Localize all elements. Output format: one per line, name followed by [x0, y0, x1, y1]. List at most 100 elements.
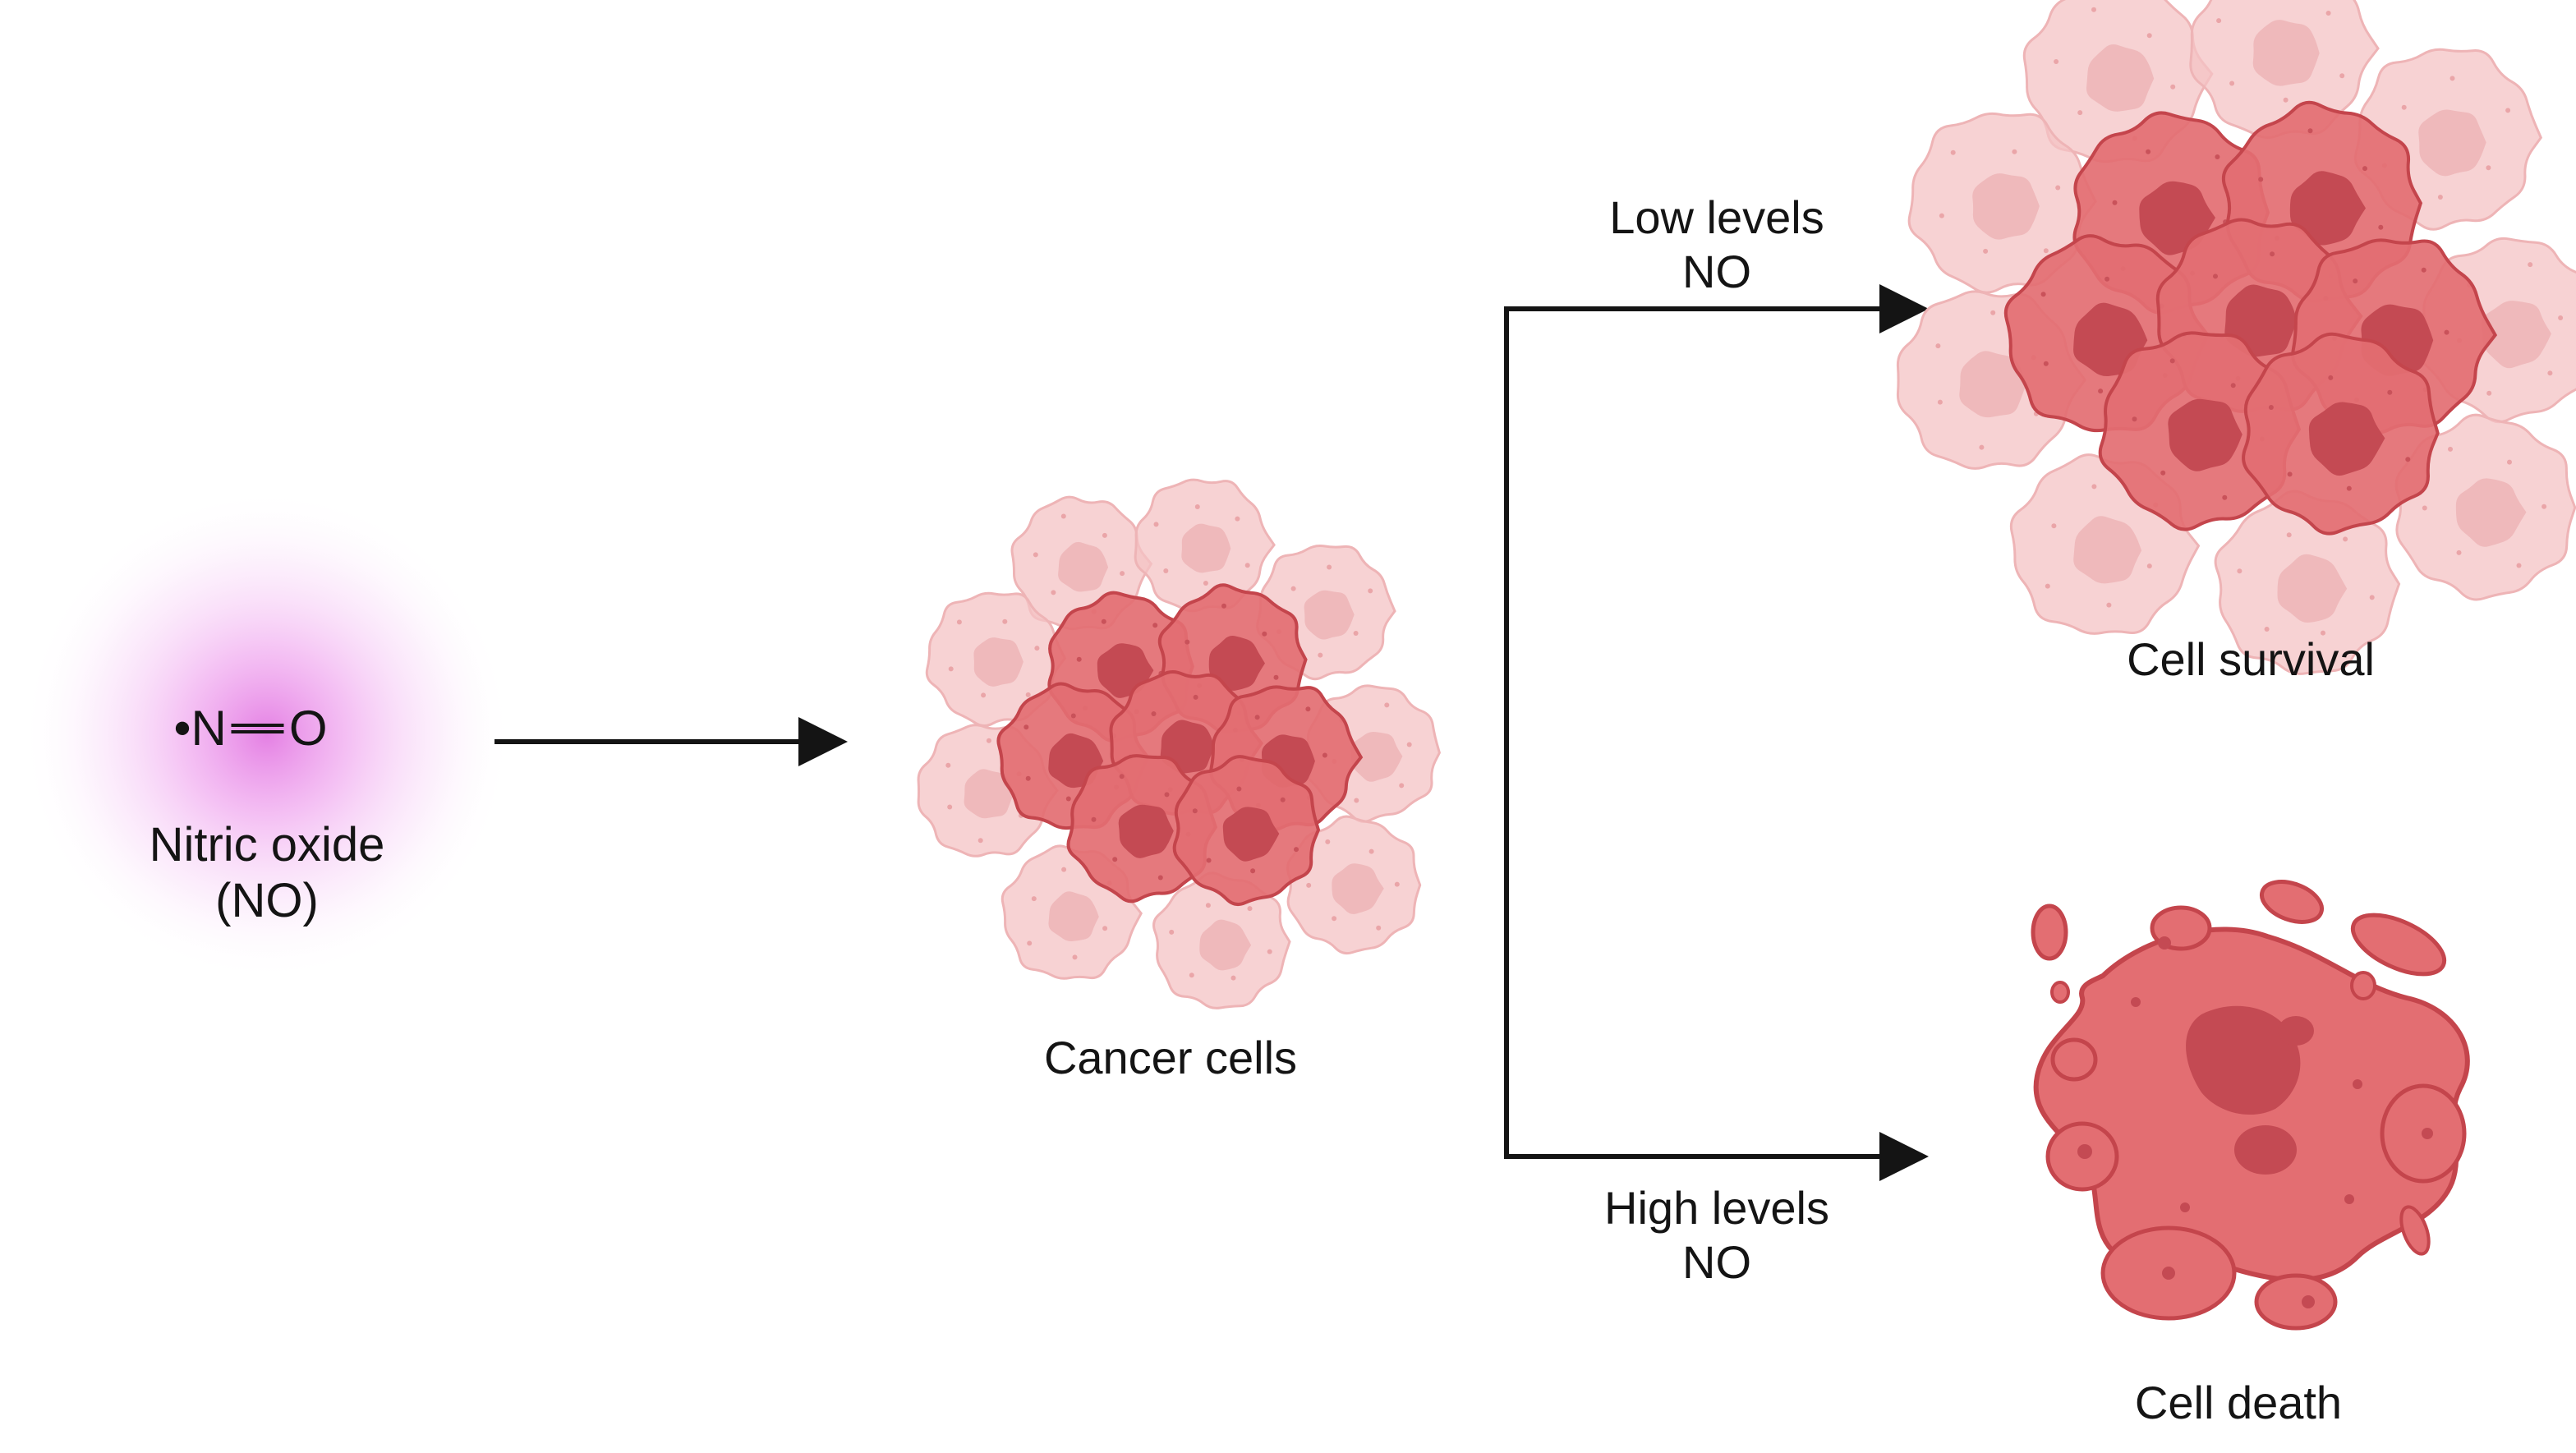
- cell-speckle: [1394, 881, 1400, 887]
- apoptotic-dot: [2344, 1194, 2354, 1204]
- cell-speckle: [1399, 783, 1405, 789]
- cell-nucleus: [2073, 516, 2142, 584]
- cell-survival-cluster-icon: [1896, 0, 2576, 675]
- cell-speckle: [2258, 177, 2264, 182]
- cell-speckle: [2528, 262, 2533, 268]
- cell-speckle: [2353, 278, 2358, 284]
- cell-nucleus: [1181, 523, 1231, 573]
- cell-speckle: [981, 692, 987, 698]
- cell-speckle: [948, 666, 954, 672]
- cell-speckle: [2307, 128, 2313, 134]
- cell-speckle: [2222, 494, 2228, 500]
- cell-speckle: [2054, 59, 2059, 64]
- cell-speckle: [2215, 154, 2220, 159]
- high-levels-label: High levels NO: [1604, 1181, 1829, 1290]
- cell-speckle: [2169, 358, 2175, 364]
- cell-nucleus: [2168, 398, 2242, 471]
- cell-speckle: [2401, 104, 2407, 110]
- cell-speckle: [1273, 674, 1279, 680]
- cell-speckle: [1152, 623, 1158, 628]
- cell-nucleus: [1222, 807, 1280, 862]
- cell-speckle: [2542, 503, 2547, 509]
- cell-speckle: [2077, 110, 2083, 116]
- cell-survival-label: Cell survival: [2127, 633, 2375, 685]
- cell-speckle: [2486, 165, 2491, 171]
- cell-speckle: [2486, 390, 2492, 396]
- cell-speckle: [2325, 11, 2331, 16]
- cell-speckle: [1002, 618, 1008, 624]
- cell-speckle: [1305, 706, 1311, 712]
- radical-dot: •: [173, 701, 191, 756]
- cell-speckle: [1193, 694, 1198, 700]
- cell-speckle: [2507, 459, 2512, 465]
- cell-speckle: [2132, 416, 2137, 422]
- cell-nucleus: [2086, 44, 2155, 112]
- cell-speckle: [1203, 581, 1208, 586]
- cancer-cells-cluster-icon: [917, 478, 1442, 1009]
- cell-nucleus: [2289, 171, 2366, 246]
- high-levels-line1: High levels: [1604, 1182, 1829, 1234]
- nitric-oxide-name: Nitric oxide: [149, 818, 385, 871]
- cell-speckle: [1034, 646, 1040, 651]
- double-bond: [231, 724, 284, 733]
- cell-nucleus: [2482, 301, 2551, 369]
- cell-speckle: [2283, 97, 2288, 103]
- cell-speckle: [2055, 185, 2061, 191]
- cell-speckle: [1163, 568, 1169, 573]
- cell-speckle: [1979, 444, 1985, 450]
- cell-speckle: [1406, 742, 1412, 747]
- cell-speckle: [1184, 639, 1190, 645]
- cell-speckle: [1244, 563, 1250, 568]
- cell-speckle: [1254, 715, 1260, 720]
- cell-speckle: [1384, 702, 1390, 708]
- cell-speckle: [1236, 786, 1242, 792]
- dead-cell-nucleus-fragment: [2234, 1125, 2297, 1175]
- cell-speckle: [986, 738, 991, 743]
- cell-speckle: [1070, 713, 1076, 719]
- cell-speckle: [1065, 796, 1071, 802]
- cell-speckle: [2558, 315, 2564, 320]
- cell-speckle: [1101, 618, 1106, 624]
- cell-speckle: [2012, 149, 2017, 154]
- cell-speckle: [2321, 630, 2325, 636]
- cell-speckle: [2104, 276, 2110, 282]
- cell-speckle: [2213, 274, 2218, 279]
- cell-speckle: [2287, 471, 2293, 477]
- cell-speckle: [1318, 652, 1323, 658]
- cell-speckle: [2091, 7, 2096, 12]
- cell-speckle: [2268, 405, 2274, 410]
- cell-speckle: [1072, 954, 1078, 960]
- cell-speckle: [2045, 583, 2050, 589]
- cell-nucleus: [1208, 636, 1265, 691]
- cell-speckle: [1990, 310, 1996, 315]
- cell-speckle: [1119, 774, 1125, 779]
- apoptotic-dot: [2077, 1144, 2092, 1159]
- cell-speckle: [1267, 949, 1272, 954]
- apoptotic-dot: [2302, 1295, 2315, 1308]
- cell-speckle: [2146, 149, 2151, 154]
- cell-speckle: [2343, 536, 2348, 542]
- cell-speckle: [2043, 248, 2049, 254]
- cell-speckle: [1157, 875, 1163, 881]
- apoptotic-body: [2350, 913, 2447, 977]
- cell-speckle: [2328, 375, 2334, 380]
- cell-speckle: [1262, 631, 1267, 637]
- cell-speckle: [1322, 752, 1327, 758]
- apoptotic-body: [2260, 880, 2324, 924]
- nitric-oxide-abbrev: (NO): [215, 874, 319, 928]
- cell-speckle: [1950, 149, 1956, 155]
- cell-speckle: [1112, 857, 1118, 862]
- high-levels-line2: NO: [1682, 1236, 1751, 1289]
- cell-speckle: [1290, 586, 1296, 591]
- cell-speckle: [2444, 329, 2450, 335]
- cell-speckle: [1325, 839, 1331, 844]
- cell-nucleus: [1332, 863, 1384, 914]
- cell-nucleus: [1304, 590, 1355, 640]
- cell-speckle: [2237, 568, 2242, 574]
- cell-speckle: [2229, 80, 2235, 86]
- cell-speckle: [1353, 631, 1359, 636]
- cell-nucleus: [1199, 919, 1252, 971]
- cell-speckle: [2387, 389, 2393, 395]
- apoptotic-dot: [2131, 997, 2141, 1007]
